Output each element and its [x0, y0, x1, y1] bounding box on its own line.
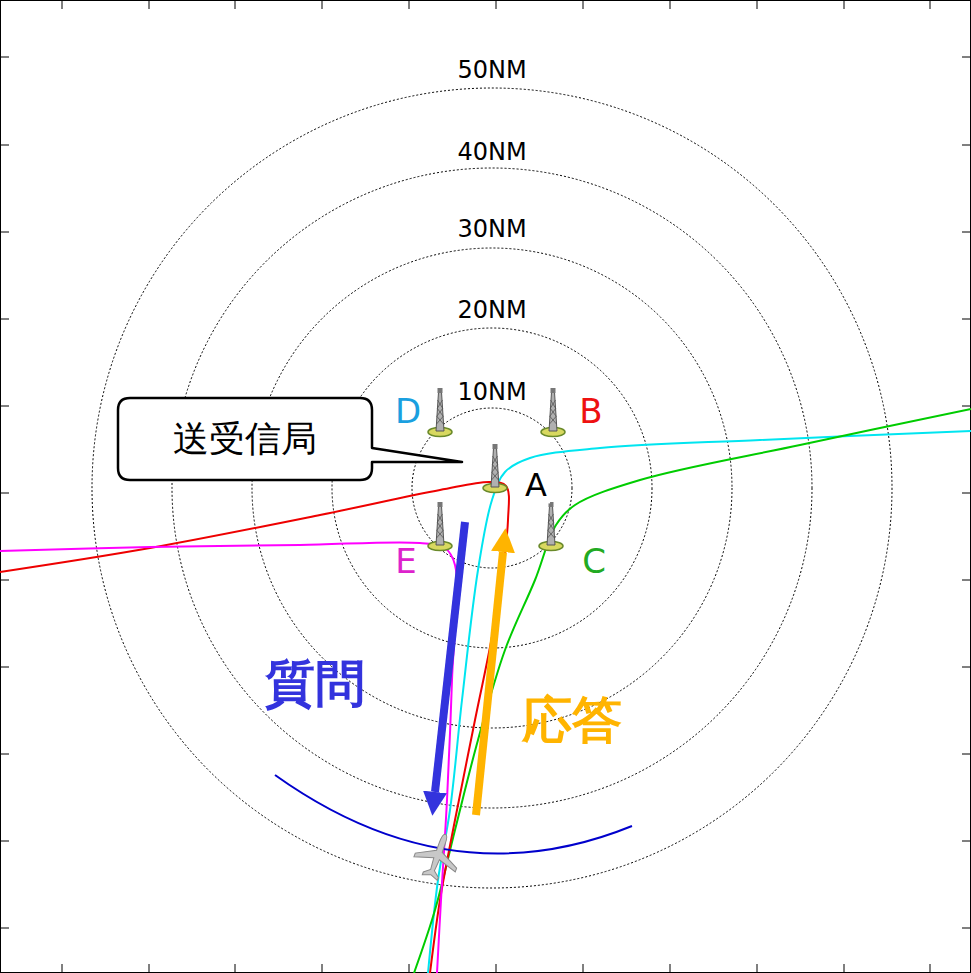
flight-track: [0, 542, 457, 973]
axis-tick: [1, 319, 9, 320]
axis-tick: [1, 754, 9, 755]
axis-tick: [962, 319, 970, 320]
reply-arrow: [476, 552, 503, 815]
axis-tick: [962, 406, 970, 407]
range-arc: [275, 775, 632, 854]
station-label: B: [579, 393, 602, 430]
range-ring: [92, 88, 892, 888]
callout-text: 送受信局: [173, 415, 317, 464]
axis-tick: [962, 232, 970, 233]
tower-icon: [539, 502, 563, 551]
range-ring: [172, 168, 812, 808]
tower-icon: [428, 388, 452, 437]
axis-tick: [1, 406, 9, 407]
axis-tick: [844, 1, 845, 9]
axis-tick: [583, 964, 584, 972]
range-label: 20NM: [454, 297, 529, 323]
range-label: 40NM: [454, 139, 529, 165]
range-label: 30NM: [454, 216, 529, 242]
range-rings: [92, 88, 892, 888]
axis-tick: [1, 145, 9, 146]
query-arrow: [435, 522, 465, 792]
tower-icon: [483, 444, 507, 493]
axis-tick: [757, 964, 758, 972]
flight-track: [0, 482, 509, 973]
axis-tick: [962, 57, 970, 58]
axis-tick: [930, 964, 931, 972]
axis-tick: [235, 964, 236, 972]
axis-tick: [962, 145, 970, 146]
range-label: 10NM: [454, 379, 529, 405]
axis-tick: [62, 1, 63, 9]
flight-tracks: [0, 409, 971, 973]
airplane-icon: [409, 827, 466, 885]
axis-tick: [322, 1, 323, 9]
axis-tick: [962, 493, 970, 494]
axis-tick: [1, 493, 9, 494]
flight-track: [414, 409, 971, 973]
axis-tick: [670, 1, 671, 9]
range-ring: [332, 328, 652, 648]
range-label: 50NM: [454, 57, 529, 83]
axis-tick: [962, 580, 970, 581]
axis-tick: [1, 580, 9, 581]
station-label: D: [395, 393, 421, 430]
axis-tick: [496, 964, 497, 972]
axis-tick: [930, 1, 931, 9]
axis-tick: [962, 841, 970, 842]
axis-tick: [670, 964, 671, 972]
axis-tick: [322, 964, 323, 972]
axis-tick: [583, 1, 584, 9]
axis-tick: [1, 928, 9, 929]
axis-tick: [62, 964, 63, 972]
axis-tick: [149, 964, 150, 972]
reply-label: 応答: [522, 693, 622, 748]
station-label: E: [395, 543, 416, 580]
axis-tick: [149, 1, 150, 9]
axis-tick: [1, 232, 9, 233]
axis-tick: [757, 1, 758, 9]
axis-tick: [1, 57, 9, 58]
station-label: A: [522, 468, 550, 503]
axis-tick: [496, 1, 497, 9]
tower-icon: [428, 502, 452, 551]
flight-track: [428, 431, 971, 973]
query-label: 質問: [265, 657, 365, 712]
axis-tick: [844, 964, 845, 972]
axis-tick: [962, 928, 970, 929]
tower-icon: [541, 388, 565, 437]
callout-box: 送受信局: [120, 400, 370, 478]
axis-tick: [962, 667, 970, 668]
axis-tick: [1, 841, 9, 842]
axis-tick: [1, 667, 9, 668]
axis-tick: [962, 754, 970, 755]
axis-tick: [409, 964, 410, 972]
axis-tick: [235, 1, 236, 9]
station-label: C: [582, 543, 606, 580]
axis-tick: [409, 1, 410, 9]
